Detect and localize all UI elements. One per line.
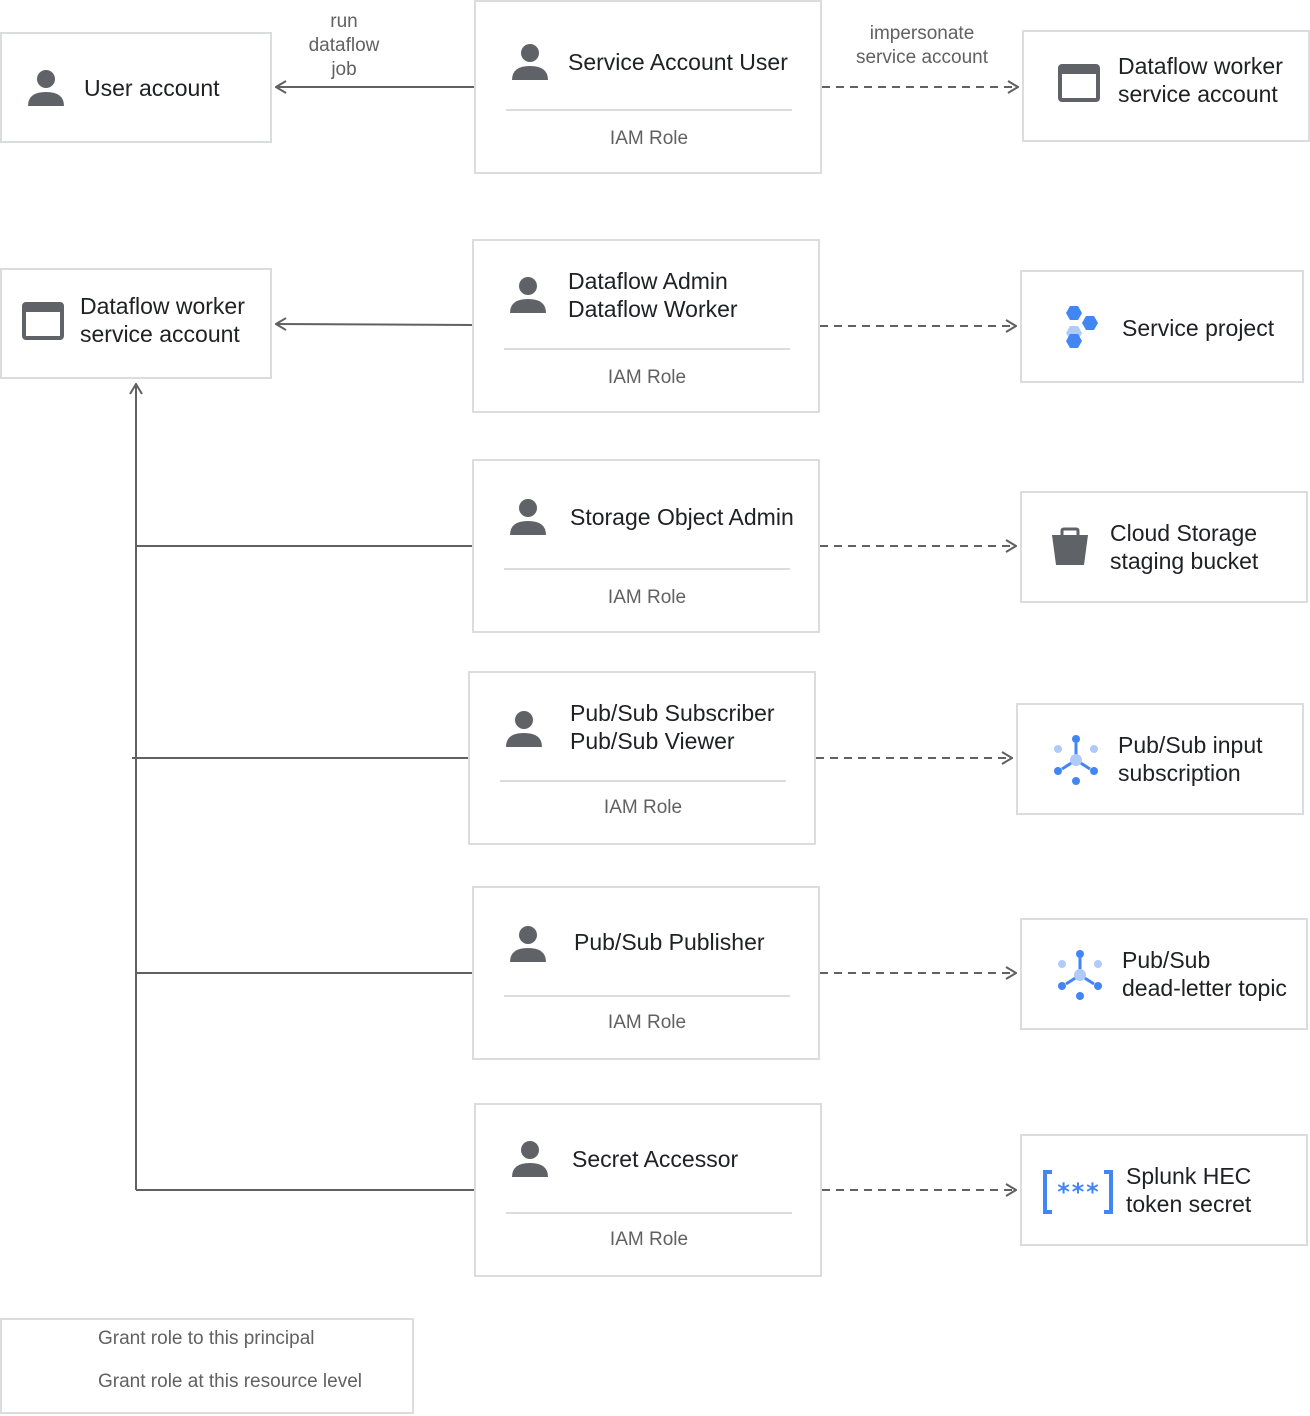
role-title: Pub/Sub Publisher [574,929,765,955]
browser-window-icon [22,302,64,340]
person-icon [512,1141,548,1177]
storage-object-admin-role: Storage Object Admin IAM Role [472,459,820,633]
person-icon [28,70,64,106]
iam-role-label: IAM Role [607,367,687,388]
role-title: Storage Object Admin [570,504,794,530]
arrow-dataflow-roles-to-principal [276,324,473,325]
pubsub-icon [1054,735,1098,785]
divider [506,1212,792,1214]
person-icon [506,711,542,747]
iam-role-label: IAM Role [607,587,687,608]
user-account-label: User account [84,75,220,101]
pubsub-publisher-role: Pub/Sub Publisher IAM Role [472,886,820,1060]
iam-role-label: IAM Role [609,1229,689,1250]
service-project-node: Service project [1020,270,1304,383]
service-account-user-role: Service Account User IAM Role [474,0,822,174]
browser-window-icon [1058,64,1100,102]
legend-solid-label: Grant role to this principal [98,1328,315,1349]
resource-label: Service project [1122,315,1275,341]
iam-role-label: IAM Role [609,128,689,149]
role-title: Secret Accessor [572,1146,739,1172]
role-title: Service Account User [568,49,788,75]
divider [504,568,790,570]
legend [0,1318,414,1414]
legend-dashed-label: Grant role at this resource level [98,1371,363,1392]
divider [504,348,790,350]
secret-accessor-role: Secret Accessor IAM Role [474,1103,822,1277]
person-icon [510,499,546,535]
divider [506,109,792,111]
iam-role-label: IAM Role [603,797,683,818]
person-icon [510,926,546,962]
pubsub-icon [1058,950,1102,1000]
hexagon-cluster-icon [1066,306,1098,348]
person-icon [510,277,546,313]
bucket-icon [1052,527,1088,565]
user-account-node: User account [0,32,272,143]
person-icon [512,44,548,80]
divider [504,995,790,997]
svg-text:***: *** [1056,1178,1099,1206]
divider [500,780,786,782]
iam-role-label: IAM Role [607,1012,687,1033]
secret-icon: *** [1043,1170,1113,1214]
